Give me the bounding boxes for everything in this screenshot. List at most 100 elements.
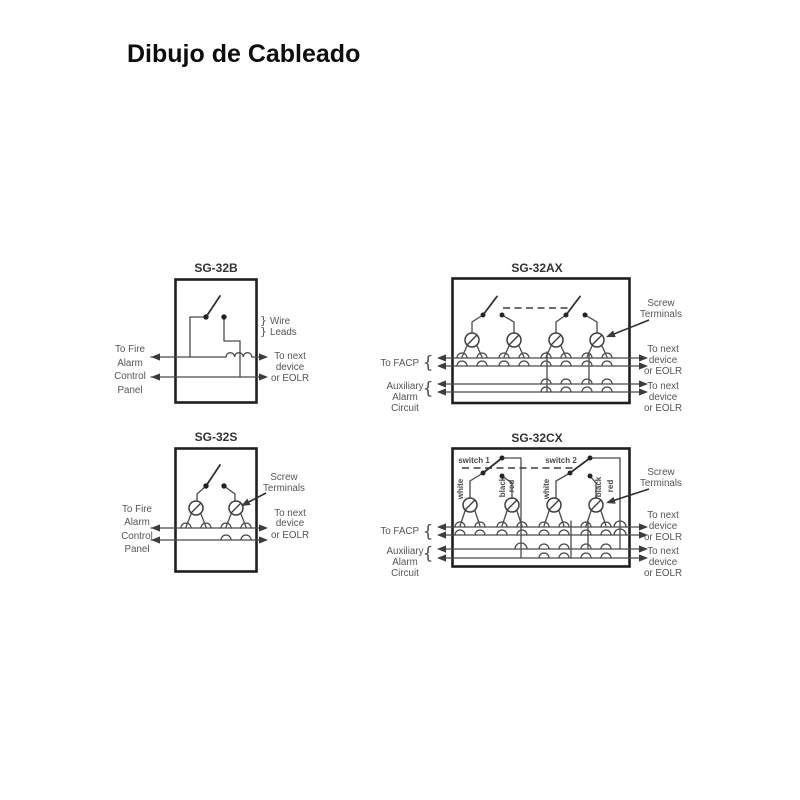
switch-terminal-dot bbox=[480, 470, 486, 476]
switch-blade bbox=[482, 457, 503, 474]
terminal-lead bbox=[543, 510, 565, 527]
wire-color-label-white: white bbox=[542, 478, 551, 500]
arrow-right-icon bbox=[639, 380, 648, 388]
screw-slot bbox=[190, 502, 202, 514]
terminal-wire-hump bbox=[496, 521, 528, 528]
terminal-lead bbox=[545, 345, 567, 358]
pointer-arrowhead-icon bbox=[606, 496, 616, 504]
terminal-wire-hump bbox=[613, 520, 627, 536]
screw-slot bbox=[506, 499, 518, 511]
terminal-wire-hump bbox=[454, 521, 486, 528]
screw-terminal bbox=[220, 500, 252, 541]
svg-text:or EOLR: or EOLR bbox=[271, 530, 309, 541]
terminal-wire-hump bbox=[220, 534, 252, 541]
arrow-left-icon bbox=[437, 523, 446, 531]
svg-text:device: device bbox=[649, 557, 678, 568]
wire bbox=[555, 314, 567, 334]
pointer-arrowhead-icon bbox=[606, 330, 616, 338]
terminal-wire-hump bbox=[540, 386, 572, 393]
wire-color-label-white: white bbox=[456, 478, 465, 500]
diagram-sg-32b: SG-32B To Fire Alarm bbox=[114, 261, 309, 404]
screw-terminal bbox=[180, 500, 212, 529]
terminal-lead bbox=[586, 345, 608, 358]
svg-text:Terminals: Terminals bbox=[640, 478, 682, 489]
svg-text:Leads: Leads bbox=[270, 327, 297, 338]
to-facp-label: To FACP { bbox=[380, 353, 433, 373]
switch-blade bbox=[205, 464, 221, 487]
svg-text:or EOLR: or EOLR bbox=[271, 373, 309, 384]
svg-text:or EOLR: or EOLR bbox=[644, 568, 682, 579]
wire-black bbox=[501, 475, 513, 499]
svg-text:To next: To next bbox=[647, 510, 679, 521]
svg-text:Control: Control bbox=[114, 371, 146, 382]
wire-white bbox=[555, 472, 571, 499]
screw-terminals-label: Screw Terminals bbox=[606, 298, 682, 338]
svg-text:To next: To next bbox=[647, 381, 679, 392]
screw-slot bbox=[548, 499, 560, 511]
terminal-lead bbox=[585, 510, 607, 527]
arrow-left-icon bbox=[151, 373, 160, 381]
wire bbox=[196, 485, 207, 502]
brace-icon: { bbox=[423, 544, 434, 564]
switch-terminal-dot bbox=[499, 455, 505, 461]
switch-2: switch 2 bbox=[545, 455, 593, 479]
switch-blade bbox=[565, 295, 581, 316]
svg-text:To next: To next bbox=[647, 344, 679, 355]
switch-terminal-dot bbox=[587, 455, 593, 461]
switch-label: switch 1 bbox=[458, 456, 490, 465]
switch-label: switch 2 bbox=[545, 456, 577, 465]
terminal-wire-hump bbox=[580, 529, 612, 536]
svg-text:Alarm: Alarm bbox=[117, 358, 143, 369]
svg-text:Control: Control bbox=[121, 531, 153, 542]
arrow-left-icon bbox=[151, 353, 160, 361]
svg-text:or EOLR: or EOLR bbox=[644, 532, 682, 543]
arrow-left-icon bbox=[437, 362, 446, 370]
screw-slot bbox=[508, 334, 520, 346]
svg-text:Alarm: Alarm bbox=[124, 517, 150, 528]
svg-text:device: device bbox=[649, 392, 678, 403]
svg-text:device: device bbox=[649, 521, 678, 532]
svg-text:or EOLR: or EOLR bbox=[644, 366, 682, 377]
wire-white bbox=[469, 472, 484, 499]
svg-text:device: device bbox=[649, 355, 678, 366]
aux-circuit-label: Auxiliary Alarm Circuit { bbox=[386, 379, 433, 414]
switch-terminal-dot bbox=[587, 473, 593, 479]
to-next-device-label: To next device or EOLR bbox=[644, 510, 682, 543]
wire bbox=[471, 314, 484, 334]
to-panel-label: To Fire Alarm Control Panel bbox=[114, 344, 146, 396]
arrow-left-icon bbox=[437, 554, 446, 562]
svg-text:To Fire: To Fire bbox=[122, 504, 152, 515]
svg-text:To FACP: To FACP bbox=[380, 526, 419, 537]
wire-leads-label: } } Wire Leads bbox=[260, 314, 297, 338]
screw-slot bbox=[591, 334, 603, 346]
arrow-left-icon bbox=[437, 380, 446, 388]
wires bbox=[150, 485, 267, 541]
diagram-title: SG-32S bbox=[195, 430, 238, 444]
arrow-right-icon bbox=[639, 523, 648, 531]
diagram-sg-32s: SG-32S bbox=[121, 430, 309, 573]
arrow-left-icon bbox=[437, 388, 446, 396]
terminal-wire-hump bbox=[538, 529, 570, 536]
screw-slot bbox=[464, 499, 476, 511]
svg-text:device: device bbox=[276, 362, 305, 373]
arrow-right-icon bbox=[639, 545, 648, 553]
wire-red bbox=[589, 457, 621, 550]
arrow-left-icon bbox=[151, 524, 160, 532]
terminal-wire-hump bbox=[456, 352, 488, 359]
svg-text:Panel: Panel bbox=[124, 544, 149, 555]
wires bbox=[442, 457, 647, 559]
svg-text:Circuit: Circuit bbox=[391, 568, 419, 579]
brace-icon: { bbox=[423, 379, 434, 399]
wire bbox=[223, 485, 236, 502]
switch-terminal-dot bbox=[480, 312, 486, 318]
to-next-device-label: To next device or EOLR bbox=[644, 546, 682, 579]
to-panel-label: To Fire Alarm Control Panel bbox=[121, 504, 153, 555]
switch-terminal-dot bbox=[203, 314, 209, 320]
screw-terminal bbox=[540, 332, 572, 393]
switch bbox=[203, 464, 227, 489]
screw-terminal bbox=[580, 497, 612, 559]
arrow-right-icon bbox=[639, 362, 648, 370]
terminal-wire-hump bbox=[538, 552, 570, 559]
terminal-lead bbox=[459, 510, 481, 527]
